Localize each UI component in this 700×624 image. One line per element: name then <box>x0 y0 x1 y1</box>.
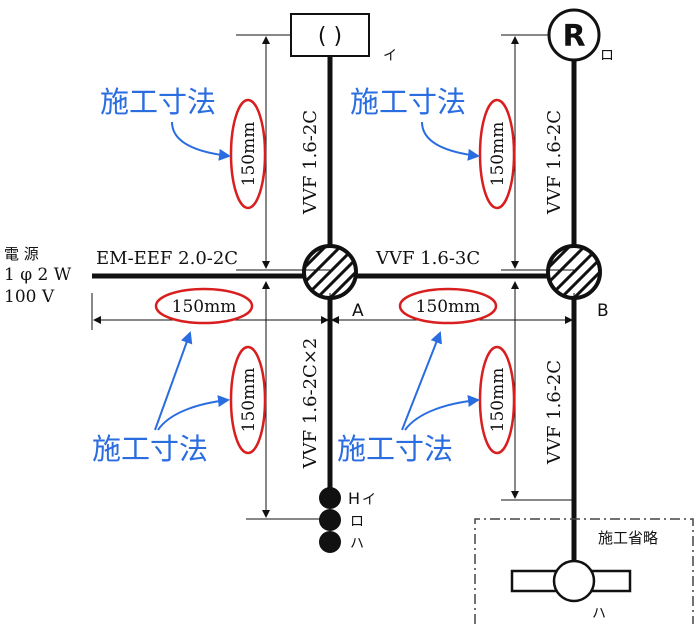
arrow-top-left <box>171 121 231 161</box>
omitted-area: 施工省略 <box>474 518 694 624</box>
dimension-d3: 150mm <box>154 287 254 325</box>
fixture-i: ( ) <box>290 13 370 57</box>
dimension-d3-value: 150mm <box>172 297 237 317</box>
junction-box-a-label: A <box>352 301 364 321</box>
power-source-line3: 100 V <box>4 287 55 307</box>
fixture-ha-label: ハ <box>592 606 606 622</box>
note-arrows <box>154 121 480 431</box>
fixture-ro: R <box>547 8 601 62</box>
switch-ha-label: ハ <box>350 536 364 552</box>
arrow-bl-to-d5 <box>157 395 230 431</box>
power-source-line1: 電 源 <box>4 245 39 263</box>
switch-i-dot <box>319 487 341 509</box>
note-top-right: 施工寸法 <box>350 85 466 119</box>
dimension-d1-value: 150mm <box>239 122 259 187</box>
arrow-bl-to-d3 <box>154 331 193 431</box>
fixture-ro-symbol: R <box>562 19 585 54</box>
junction-box-a <box>302 244 358 300</box>
cable-label-a-to-b: VVF 1.6-3C <box>375 248 480 269</box>
fixture-i-symbol: ( ) <box>318 24 342 49</box>
fixture-ro-label: ロ <box>600 48 614 64</box>
arrow-br-to-d6 <box>404 395 480 431</box>
junction-box-b <box>546 244 602 300</box>
omitted-label: 施工省略 <box>598 529 658 547</box>
dimension-d4-value: 150mm <box>416 297 481 317</box>
switch-ro-label: ロ <box>350 514 364 530</box>
dimension-d5: 150mm <box>229 345 267 455</box>
switch-h-label: H <box>348 489 360 508</box>
dimension-d6: 150mm <box>478 345 516 455</box>
dimension-d4: 150mm <box>398 287 498 325</box>
note-bottom-left: 施工寸法 <box>92 432 208 466</box>
switch-i-label: イ <box>362 492 376 508</box>
fixture-ha <box>510 559 632 603</box>
cable-label-a-to-i: VVF 1.6-2C <box>300 110 321 215</box>
dimension-d2-value: 150mm <box>488 122 508 187</box>
dimension-d5-value: 150mm <box>239 368 259 433</box>
arrow-top-right <box>421 121 480 161</box>
cable-label-source-to-a: EM-EEF 2.0-2C <box>96 248 238 269</box>
power-source-line2: 1 φ 2 W <box>4 265 72 285</box>
dimension-d6-value: 150mm <box>488 368 508 433</box>
cable-label-a-to-switch: VVF 1.6-2C×2 <box>300 338 321 470</box>
cable-label-b-to-ro: VVF 1.6-2C <box>544 110 565 215</box>
cable-label-b-to-ha: VVF 1.6-2C <box>544 360 565 465</box>
switch-ro-dot <box>319 509 341 531</box>
switch-ha-dot <box>319 531 341 553</box>
switch-stack <box>319 487 341 553</box>
dimension-d2: 150mm <box>478 98 516 210</box>
fixture-i-label: イ <box>383 48 397 64</box>
junction-box-b-label: B <box>597 301 609 321</box>
arrow-br-to-d4 <box>401 331 442 431</box>
note-top-left: 施工寸法 <box>100 85 216 119</box>
dimension-d1: 150mm <box>229 98 267 210</box>
note-bottom-right: 施工寸法 <box>337 432 453 466</box>
